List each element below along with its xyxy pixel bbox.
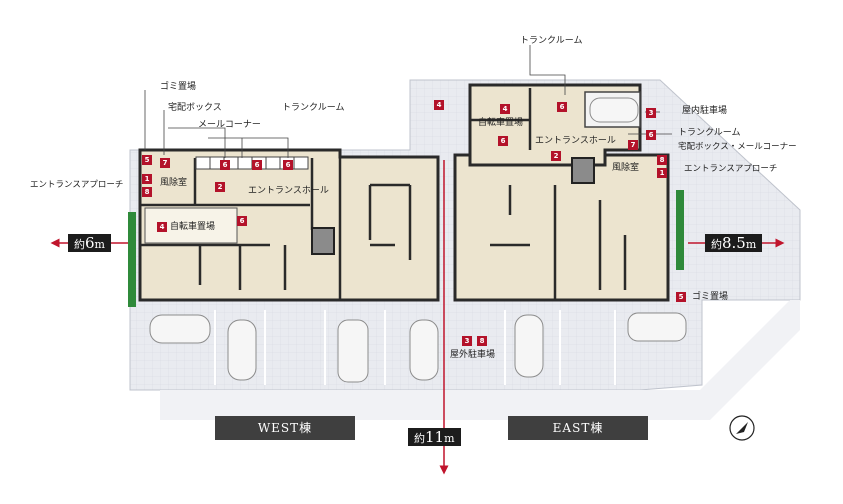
badge-east-indoor-parking: 3: [646, 108, 656, 118]
badge-east-mail: 7: [628, 140, 638, 150]
badge-west-bicycle: 4: [157, 222, 167, 232]
badge-west-delivery: 7: [160, 158, 170, 168]
label-east-entrance-hall: エントランスホール: [535, 136, 616, 146]
badge-west-trunk: 6: [283, 160, 293, 170]
badge-east-garbage: 5: [676, 292, 686, 302]
west-interior: [140, 157, 412, 300]
label-west-windbreak: 風除室: [160, 178, 188, 188]
east-interior: [470, 88, 627, 300]
car-east-1: [514, 314, 544, 378]
label-west-entrance-approach: エントランスアプローチ: [30, 180, 124, 190]
dim-tag-east: 約8.5m: [705, 234, 763, 252]
car-west-3: [337, 319, 369, 383]
tag-west-building: WEST棟: [215, 416, 355, 440]
label-west-entrance-hall: エントランスホール: [248, 186, 329, 196]
badge-east-approach: 1: [657, 168, 667, 178]
badge-outdoor-parking-b: 8: [477, 336, 487, 346]
badge-west-mail-b: 6: [252, 160, 262, 170]
badge-east-bike-trunk: 6: [498, 136, 508, 146]
car-west-2: [227, 319, 257, 381]
road: [160, 300, 800, 420]
east-building: [453, 153, 670, 302]
label-west-trunk-room: トランクルーム: [282, 103, 345, 113]
label-east-windbreak: 風除室: [612, 163, 640, 173]
dim-tag-front: 約11m: [408, 428, 461, 446]
label-east-garbage: ゴミ置場: [692, 292, 729, 302]
car-indoor: [589, 97, 639, 123]
badge-west-hall-trunk: 6: [237, 216, 247, 226]
dim-west-prefix: 約: [74, 238, 85, 251]
dim-east-unit: m: [745, 238, 757, 251]
label-east-bicycle: 自転車置場: [478, 118, 524, 128]
green-strip-west: [128, 212, 136, 307]
dim-east-prefix: 約: [711, 238, 722, 251]
label-west-garbage: ゴミ置場: [160, 82, 197, 92]
label-east-trunk-room-top: トランクルーム: [520, 36, 583, 46]
label-west-mail-corner: メールコーナー: [198, 120, 261, 130]
dim-front-value: 11: [425, 428, 445, 446]
label-east-delivery-mail: 宅配ボックス・メールコーナー: [678, 142, 797, 152]
green-strip-east: [676, 190, 684, 270]
label-east-trunk-room: トランクルーム: [678, 128, 741, 138]
badge-east-windbreak: 8: [657, 155, 667, 165]
dim-east-value: 8.5: [722, 234, 746, 252]
dim-west-unit: m: [94, 238, 105, 251]
dim-tag-west: 約6m: [68, 234, 111, 252]
badge-east-trunk-top: 6: [557, 102, 567, 112]
compass-icon: [729, 415, 755, 441]
car-west-1: [149, 314, 211, 344]
label-east-entrance-approach: エントランスアプローチ: [684, 164, 778, 174]
label-outdoor-parking: 屋外駐車場: [450, 350, 496, 360]
badge-west-approach-a: 1: [142, 174, 152, 184]
badge-east-hall: 2: [551, 151, 561, 161]
dim-front-prefix: 約: [414, 432, 425, 445]
car-east-2: [627, 312, 687, 342]
dim-front-unit: m: [444, 432, 455, 445]
car-west-4: [409, 319, 439, 381]
badge-west-approach-b: 8: [142, 187, 152, 197]
east-elevator: [571, 157, 595, 184]
badge-outdoor-parking-a: 3: [462, 336, 472, 346]
badge-east-trunk: 6: [646, 130, 656, 140]
label-east-indoor-parking: 屋内駐車場: [682, 106, 728, 116]
west-bike-room: [144, 207, 238, 244]
label-west-delivery-box: 宅配ボックス: [168, 103, 222, 113]
tag-east-building: EAST棟: [508, 416, 648, 440]
badge-west-windbreak: 2: [215, 182, 225, 192]
leader-lines: [144, 45, 672, 158]
parking-stripes: [214, 310, 616, 385]
dim-west-value: 6: [85, 234, 95, 252]
badge-east-bicycle: 4: [500, 104, 510, 114]
badge-east-yard: 4: [434, 100, 444, 110]
label-west-bicycle: 自転車置場: [170, 222, 216, 232]
badge-west-garbage: 5: [142, 155, 152, 165]
cars: [149, 97, 687, 383]
west-elevator: [311, 227, 335, 255]
west-building: [138, 148, 440, 302]
badge-west-mail-a: 6: [220, 160, 230, 170]
